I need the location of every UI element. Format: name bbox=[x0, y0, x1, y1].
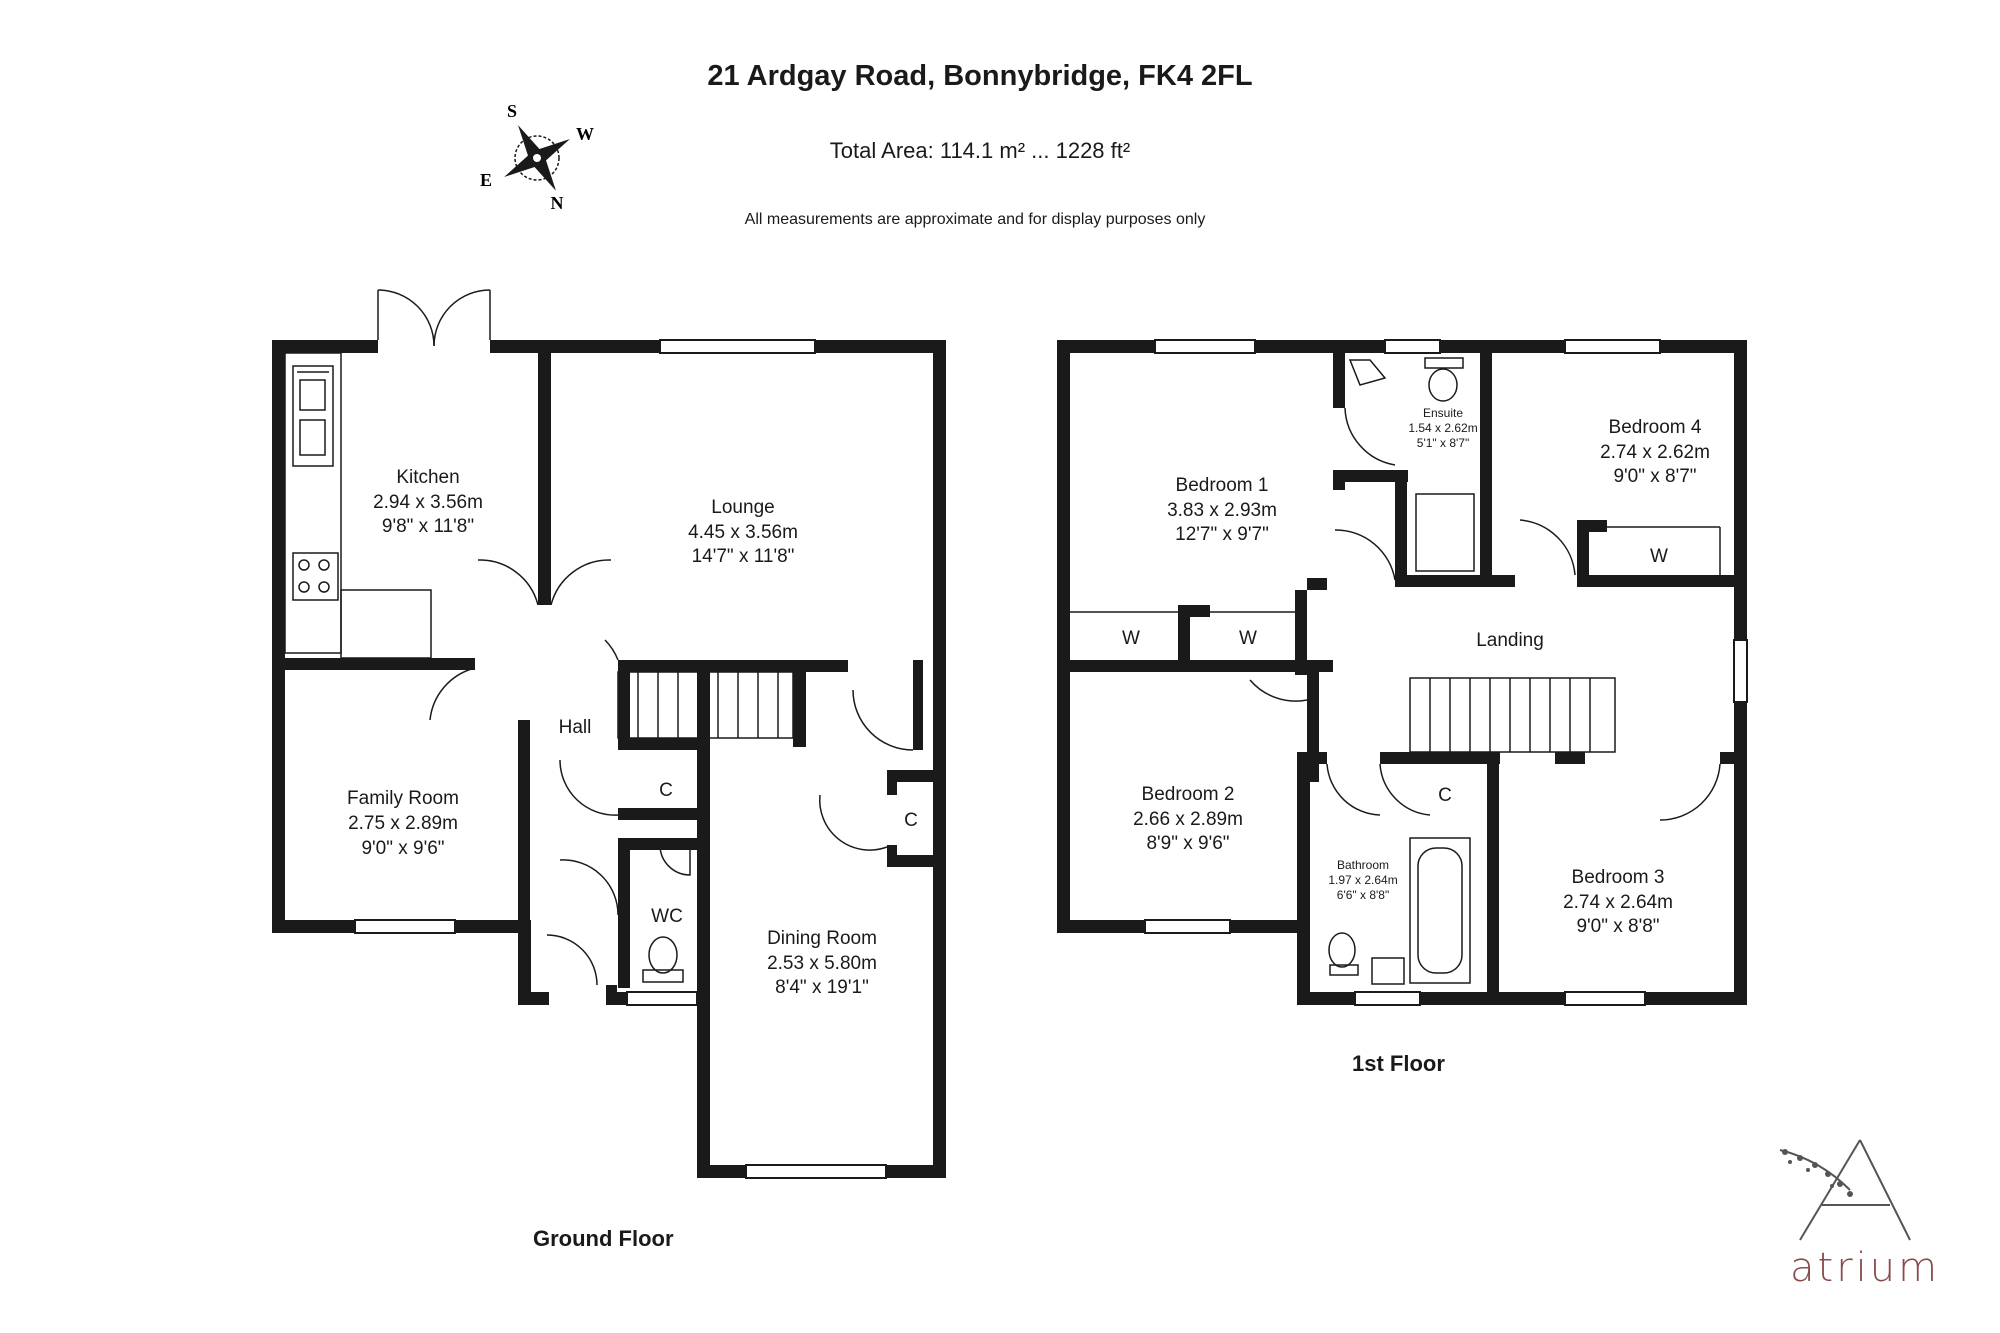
landing-name: Landing bbox=[1476, 630, 1544, 651]
bed1-name: Bedroom 1 bbox=[1176, 475, 1269, 496]
kitchen-name: Kitchen bbox=[396, 467, 459, 488]
page-title: 21 Ardgay Road, Bonnybridge, FK4 2FL bbox=[707, 60, 1253, 92]
lounge-metric: 4.45 x 3.56m bbox=[688, 522, 798, 543]
bed4-name: Bedroom 4 bbox=[1609, 417, 1702, 438]
bed2-metric: 2.66 x 2.89m bbox=[1133, 809, 1243, 830]
ground-floor-plan bbox=[272, 339, 946, 1179]
compass-s: S bbox=[507, 101, 517, 121]
bed2-name: Bedroom 2 bbox=[1142, 784, 1235, 805]
first-floor-labels: Bedroom 1 3.83 x 2.93m 12'7" x 9'7" Ensu… bbox=[1122, 406, 1710, 937]
ground-floor-labels: Kitchen 2.94 x 3.56m 9'8" x 11'8" Lounge… bbox=[347, 467, 918, 998]
ensuite-imperial: 5'1" x 8'7" bbox=[1417, 436, 1469, 450]
bed1-imperial: 12'7" x 9'7" bbox=[1175, 524, 1269, 545]
family-imperial: 9'0" x 9'6" bbox=[361, 838, 444, 859]
lounge-imperial: 14'7" x 11'8" bbox=[692, 546, 795, 567]
atrium-wordmark: atrium bbox=[1790, 1245, 1941, 1291]
kitchen-imperial: 9'8" x 11'8" bbox=[382, 516, 474, 537]
bed3-imperial: 9'0" x 8'8" bbox=[1576, 916, 1659, 937]
ground-floor-label: Ground Floor bbox=[533, 1226, 674, 1251]
bed3-name: Bedroom 3 bbox=[1572, 867, 1665, 888]
total-area: Total Area: 114.1 m² ... 1228 ft² bbox=[829, 138, 1131, 163]
compass-e: E bbox=[480, 170, 492, 190]
cupboard2-name: C bbox=[904, 810, 918, 831]
bed3-metric: 2.74 x 2.64m bbox=[1563, 892, 1673, 913]
dining-metric: 2.53 x 5.80m bbox=[767, 953, 877, 974]
bathroom-name: Bathroom bbox=[1337, 858, 1389, 872]
bed4-metric: 2.74 x 2.62m bbox=[1600, 442, 1710, 463]
ensuite-metric: 1.54 x 2.62m bbox=[1408, 421, 1477, 435]
ground-floor-fixtures bbox=[284, 289, 914, 986]
bed2-imperial: 8'9" x 9'6" bbox=[1146, 833, 1229, 854]
first-floor-label: 1st Floor bbox=[1352, 1051, 1445, 1076]
first-floor-fixtures bbox=[1070, 357, 1721, 985]
w2-name: W bbox=[1239, 628, 1257, 649]
ensuite-name: Ensuite bbox=[1423, 406, 1463, 420]
disclaimer: All measurements are approximate and for… bbox=[744, 211, 1206, 228]
w3-name: W bbox=[1650, 546, 1668, 567]
hall-name: Hall bbox=[559, 717, 592, 738]
family-name: Family Room bbox=[347, 788, 459, 809]
dining-name: Dining Room bbox=[767, 928, 877, 949]
bed4-imperial: 9'0" x 8'7" bbox=[1613, 466, 1696, 487]
dining-imperial: 8'4" x 19'1" bbox=[775, 977, 869, 998]
first-floor-plan bbox=[1057, 339, 1748, 1006]
kitchen-metric: 2.94 x 3.56m bbox=[373, 492, 483, 513]
w1-name: W bbox=[1122, 628, 1140, 649]
compass-w: W bbox=[576, 124, 594, 144]
compass-icon: S W E N bbox=[480, 101, 594, 213]
family-metric: 2.75 x 2.89m bbox=[348, 813, 458, 834]
cupboard-name: C bbox=[1438, 785, 1452, 806]
wc-name: WC bbox=[651, 906, 683, 927]
lounge-name: Lounge bbox=[711, 497, 774, 518]
compass-n: N bbox=[551, 193, 564, 213]
cupboard1-name: C bbox=[659, 780, 673, 801]
bed1-metric: 3.83 x 2.93m bbox=[1167, 500, 1277, 521]
bathroom-imperial: 6'6" x 8'8" bbox=[1337, 888, 1389, 902]
atrium-logo bbox=[1779, 1139, 1911, 1241]
bathroom-metric: 1.97 x 2.64m bbox=[1328, 873, 1397, 887]
